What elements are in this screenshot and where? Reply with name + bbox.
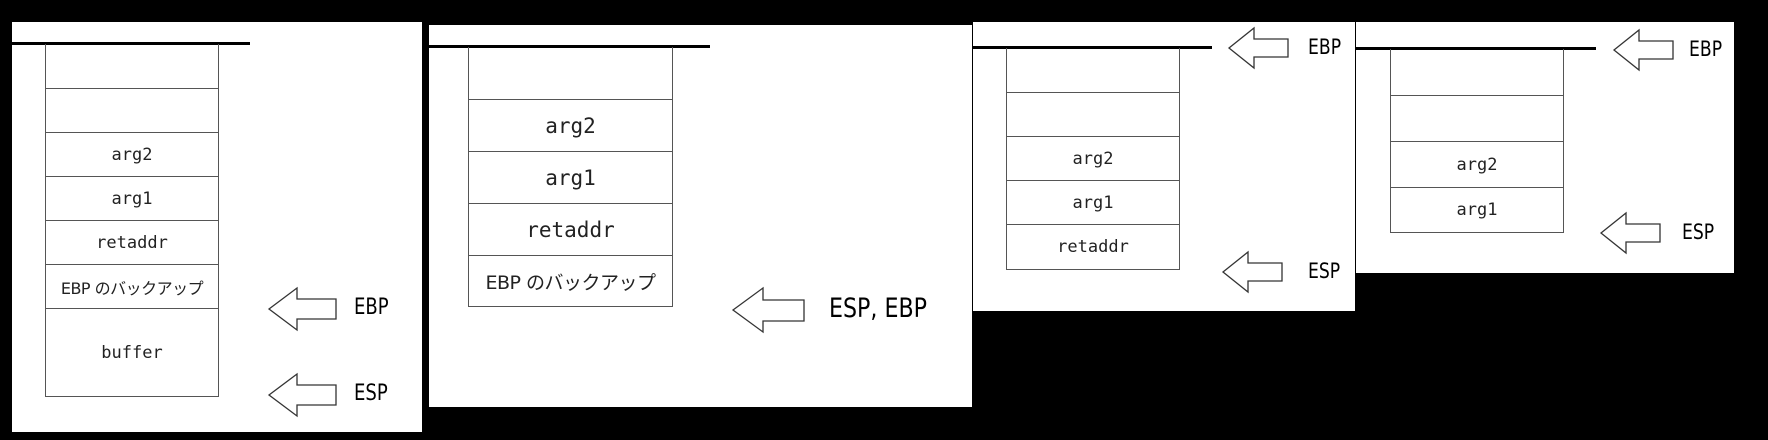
ebp-pointer-label: EBP [1689,37,1723,61]
stack-frame: arg2 arg1 retaddr EBP のバックアップ buffer [45,44,219,397]
stack-cell-ebp-backup: EBP のバックアップ [46,264,218,308]
stack-cell [469,47,672,99]
stack-top-line [12,42,250,45]
stack-cell-arg1: arg1 [469,151,672,203]
stack-cell-retaddr: retaddr [46,220,218,264]
ebp-pointer-label: EBP [1308,35,1342,59]
stack-cell [46,44,218,88]
esp-pointer-label: ESP [1682,220,1715,244]
stack-cell [1007,48,1179,92]
stack-cell-buffer: buffer [46,308,218,396]
stack-cell [1391,95,1563,141]
ebp-pointer-label: EBP [354,295,389,320]
stack-cell-arg2: arg2 [46,132,218,176]
stack-cell-arg1: arg1 [1391,187,1563,232]
esp-pointer-label: ESP [354,381,388,406]
hollow-left-arrow-icon [267,372,337,418]
hollow-left-arrow-icon [1221,250,1283,294]
stack-cell-arg1: arg1 [46,176,218,220]
stack-cell [1391,49,1563,95]
hollow-left-arrow-icon [267,286,337,332]
stack-cell-ebp-backup: EBP のバックアップ [469,255,672,307]
hollow-left-arrow-icon [731,286,805,334]
stack-frame: arg2 arg1 retaddr [1006,48,1180,270]
stack-diagram-2: arg2 arg1 retaddr EBP のバックアップ ESP, EBP [429,25,972,407]
stack-diagram-1: arg2 arg1 retaddr EBP のバックアップ buffer EBP… [12,22,422,432]
stack-top-line [429,45,710,48]
stack-diagram-3: arg2 arg1 retaddr EBP ESP [973,22,1355,311]
esp-ebp-pointer-label: ESP, EBP [829,293,928,324]
stack-diagram-4: arg2 arg1 EBP ESP [1356,22,1734,273]
stack-cell-retaddr: retaddr [469,203,672,255]
stack-cell-arg2: arg2 [1007,136,1179,180]
stack-top-line [973,46,1212,49]
stack-cell-retaddr: retaddr [1007,224,1179,269]
stack-cell [46,88,218,132]
hollow-left-arrow-icon [1599,211,1661,255]
stack-cell [1007,92,1179,136]
stack-cell-arg2: arg2 [469,99,672,151]
hollow-left-arrow-icon [1227,26,1289,70]
stack-frame: arg2 arg1 [1390,49,1564,233]
hollow-left-arrow-icon [1612,28,1674,72]
stack-cell-arg1: arg1 [1007,180,1179,224]
stack-frame: arg2 arg1 retaddr EBP のバックアップ [468,47,673,307]
stack-top-line [1356,47,1596,50]
stack-cell-arg2: arg2 [1391,141,1563,187]
esp-pointer-label: ESP [1308,259,1341,283]
